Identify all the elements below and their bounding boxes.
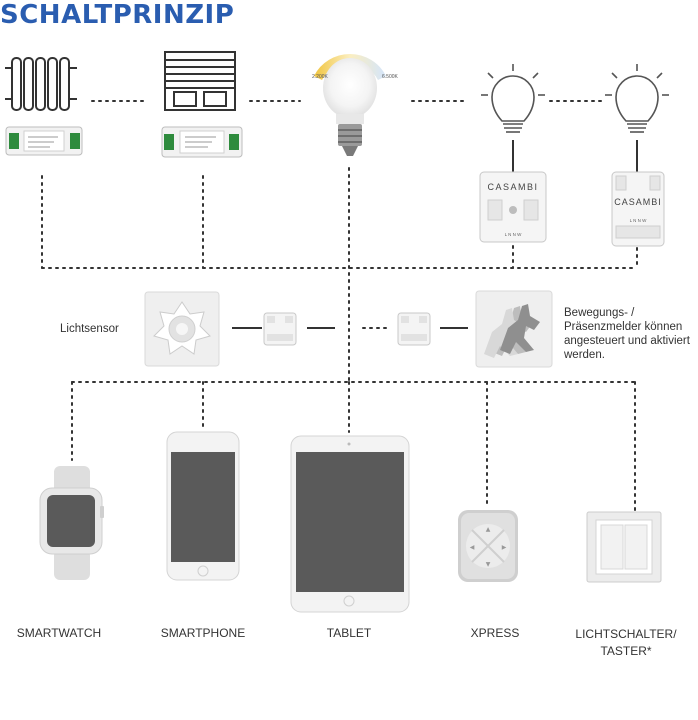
module-terminal-label: L N N W: [630, 218, 648, 223]
light-bulb-icon: [605, 64, 669, 133]
svg-text:▲: ▲: [486, 526, 491, 533]
switch-label: LICHTSCHALTER/ TASTER*: [575, 627, 677, 658]
tunable-bulb-icon: [314, 54, 386, 156]
tablet-label: TABLET: [326, 626, 372, 640]
smartwatch-label: SMARTWATCH: [16, 626, 102, 640]
light-sensor-label: Lichtsensor: [60, 323, 119, 335]
casambi-module-icon: [611, 171, 665, 247]
svg-text:◀: ◀: [470, 544, 475, 551]
casambi-label: CASAMBI: [487, 182, 538, 192]
casambi-module-icon: [479, 171, 547, 243]
casambi-label: CASAMBI: [614, 197, 662, 207]
radiator-icon: [5, 57, 77, 111]
smartphone-icon: [166, 431, 240, 581]
shutter-icon: [164, 51, 236, 111]
relay-module-icon: [397, 312, 431, 346]
svg-text:▼: ▼: [486, 561, 491, 568]
bulb-cool-label: 6.500K: [382, 74, 399, 80]
module-terminal-label: L N N W: [505, 232, 523, 237]
smartphone-label: SMARTPHONE: [160, 626, 246, 640]
motion-sensor-note: Bewegungs- / Präsenzmelder können angest…: [564, 307, 690, 361]
xpress-remote-icon: ▲ ▼ ◀ ▶: [458, 510, 518, 582]
svg-text:▶: ▶: [502, 544, 507, 551]
connection-lines: [41, 100, 638, 511]
xpress-label: XPRESS: [470, 626, 520, 640]
actuator-module-icon: [161, 126, 243, 158]
light-sensor-icon: [144, 291, 220, 367]
light-switch-icon: [586, 511, 662, 583]
solid-lines: [232, 140, 638, 329]
motion-sensor-icon: [475, 290, 553, 368]
page-title: SCHALTPRINZIP: [0, 0, 235, 30]
light-bulb-icon: [481, 64, 545, 133]
tablet-icon: [290, 435, 410, 613]
relay-module-icon: [263, 312, 297, 346]
smartwatch-icon: [39, 466, 104, 580]
bulb-warm-label: 2.200K: [312, 74, 329, 80]
actuator-module-icon: [5, 126, 83, 156]
